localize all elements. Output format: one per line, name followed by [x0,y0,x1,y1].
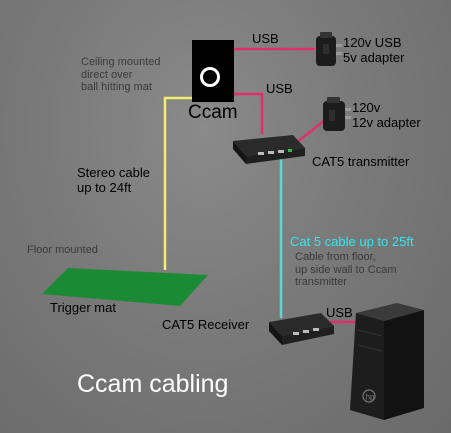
ccam-label: Ccam [188,102,238,123]
ccam-mount-note: Ceiling mounted direct over ball hitting… [81,56,161,94]
cat5-note-line-1: Cable from floor, [295,251,376,263]
cat5-cable-label: Cat 5 cable up to 25ft [290,234,414,249]
floor-mounted-note: Floor mounted [27,244,98,256]
usb-adapter-label-line-1: 120v USB [343,35,402,50]
receiver-label: CAT5 Receiver [162,317,250,332]
usb-adapter-label: 120v USB 5v adapter [343,35,405,66]
cat5-transmitter-device [233,135,305,164]
transmitter-label: CAT5 transmitter [312,154,410,169]
trigger-mat [42,268,208,306]
usb-adapter-icon [316,32,342,66]
power-adapter-icon [323,97,351,131]
power-cable-transmitter [295,119,326,144]
svg-text:hp: hp [366,393,375,402]
power-adapter-label-line-2: 12v adapter [352,114,421,130]
pc-tower: hp [350,303,424,420]
diagram-title: Ccam cabling [77,370,229,398]
ccam-device [192,40,234,102]
usb-label-middle: USB [266,81,293,96]
usb-label-bottom: USB [326,305,353,320]
stereo-cable [163,96,195,270]
cat5-note-line-3: transmitter [295,276,347,289]
power-adapter-label: 120v 12v adapter [352,100,421,131]
cat5-receiver-device [269,313,334,345]
ccam-note-line-3: ball hitting mat [81,81,152,94]
stereo-cable-label: Stereo cable up to 24ft [77,165,150,196]
power-adapter-label-line-1: 120v [352,100,381,115]
usb-label-top: USB [252,31,279,46]
usb-adapter-label-line-2: 5v adapter [343,49,405,65]
usb-cable-ccam-to-transmitter [233,92,264,134]
stereo-cable-label-line-2: up to 24ft [77,179,132,195]
stereo-cable-label-line-1: Stereo cable [77,165,150,180]
trigger-mat-label: Trigger mat [50,300,116,315]
ccam-note-line-1: Ceiling mounted [81,56,161,68]
cat5-note-line-2: up side wall to Ccam [295,263,397,276]
ccam-note-line-2: direct over [81,68,133,81]
cat5-cable-note: Cable from floor, up side wall to Ccam t… [295,251,397,289]
